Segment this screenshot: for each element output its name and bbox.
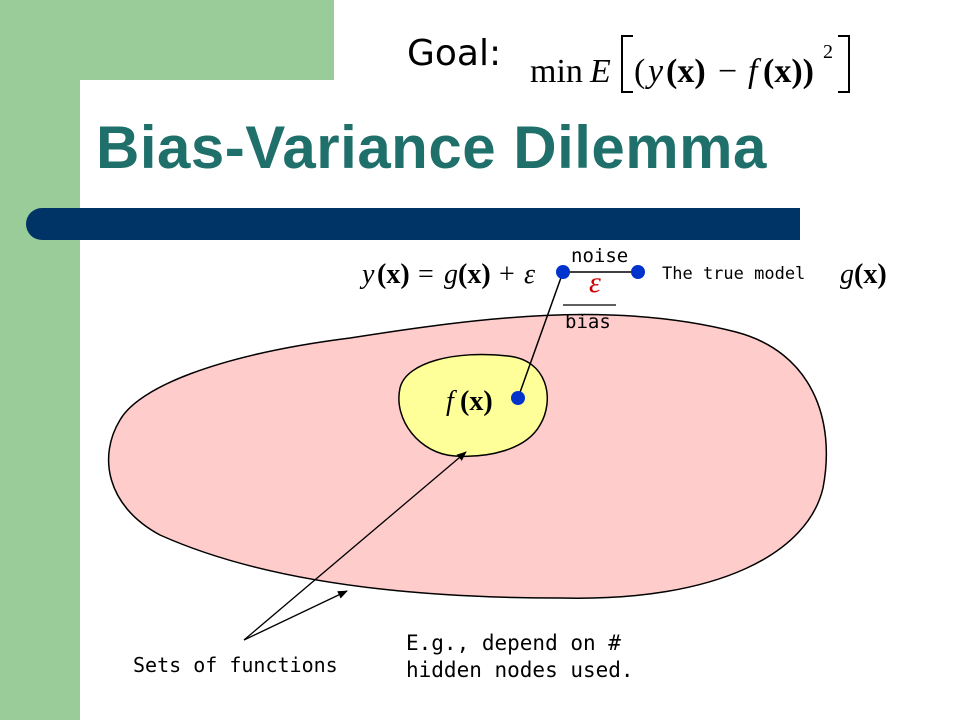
goal-y: y [645,53,664,90]
noise-label: noise [571,245,628,267]
example-note-line-2: hidden nodes used. [406,658,634,683]
model-y-arg: (x) [377,259,410,290]
bias-link [517,271,564,399]
true-model-formula: g (x) [840,259,887,290]
model-y: y [359,259,375,290]
example-note: E.g., depend on # hidden nodes used. [406,630,634,685]
model-g-arg: (x) [458,259,491,290]
true-model-arg: (x) [854,259,887,290]
sets-of-functions-label: Sets of functions [133,653,338,677]
estimate-f: f [446,386,457,417]
title-rule [26,208,800,240]
bias-label: bias [565,311,611,333]
model-g: g [444,259,458,290]
goal-expectation: E [589,53,611,90]
estimate-point [511,391,525,405]
slide-title: Bias-Variance Dilemma [96,114,767,181]
goal-right-bracket [838,35,850,93]
top-green-band [0,0,334,80]
goal-min: min [530,53,583,90]
goal-exponent: 2 [823,41,833,63]
arrow-to-outer-set [243,590,348,641]
model-equals: = [411,259,441,290]
goal-open-paren: ( [634,53,645,90]
model-epsilon: ε [524,259,535,290]
goal-x2: (x)) [763,53,814,90]
example-note-line-1: E.g., depend on # [406,631,621,655]
rounded-corner [80,80,334,334]
left-green-band [0,0,80,720]
goal-label: Goal: [407,33,502,74]
inner-function-set [398,353,548,458]
arrow-to-inner-set [243,451,467,641]
observed-point [556,265,570,279]
true-model-point [631,265,645,279]
model-formula: y (x) = g (x) + ε [359,259,535,290]
estimate-arg: (x) [460,386,493,417]
estimate-formula: f (x) [446,386,493,417]
true-model-label: The true model [662,264,805,284]
goal-formula: min E ( y (x) − f (x)) 2 [530,35,850,93]
true-model-g: g [840,259,854,290]
epsilon-symbol: ε [589,266,601,299]
goal-f: f [748,53,762,90]
goal-x1: (x) [666,53,706,90]
model-plus: + [492,259,522,290]
goal-minus: − [718,53,737,90]
goal-left-bracket [621,35,633,93]
